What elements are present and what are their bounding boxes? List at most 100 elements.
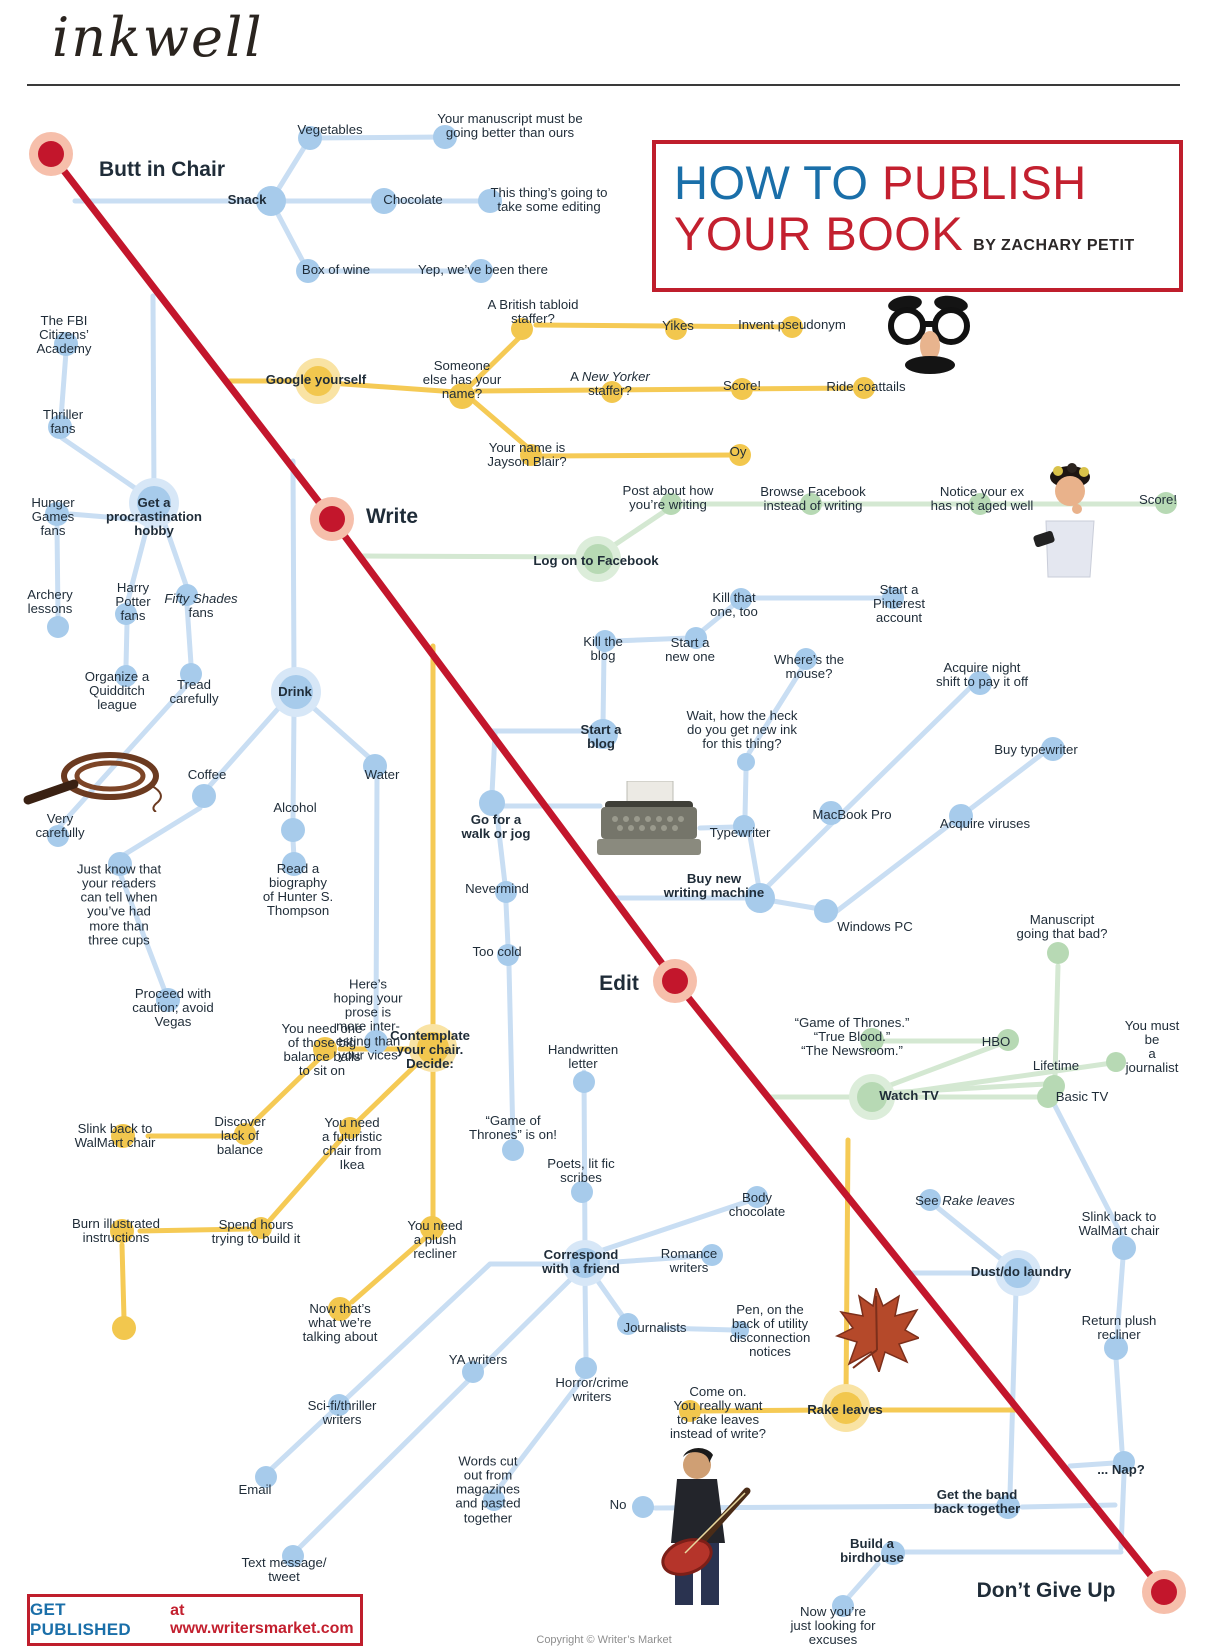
groucho-glasses-image — [888, 295, 970, 374]
map-edge — [699, 600, 739, 634]
map-edge — [493, 1375, 586, 1495]
map-node — [731, 1321, 749, 1339]
map-label: HBO — [981, 1033, 1011, 1049]
map-edge — [594, 1197, 755, 1255]
map-label: Score! — [1138, 491, 1178, 507]
map-node — [479, 790, 505, 816]
map-edge — [1067, 1460, 1117, 1469]
map-node — [617, 1313, 639, 1335]
map-node — [279, 675, 313, 709]
map-edge — [581, 1069, 588, 1253]
map-edge — [1019, 1502, 1118, 1510]
map-node — [729, 444, 751, 466]
map-label: Water — [364, 766, 400, 782]
map-edge — [503, 900, 511, 949]
map-edge — [1114, 1255, 1126, 1341]
map-node — [371, 188, 397, 214]
map-label: Basic TV — [1055, 1088, 1109, 1104]
map-node — [45, 502, 69, 526]
map-label: Vegetables — [297, 121, 363, 137]
map-node — [853, 377, 875, 399]
map-edge — [67, 511, 146, 523]
map-edge — [292, 1273, 577, 1555]
map-node — [156, 988, 180, 1012]
map-node — [814, 899, 838, 923]
map-node — [1112, 1236, 1136, 1260]
map-label: Butt in Chair — [99, 157, 225, 181]
map-node — [819, 801, 843, 825]
map-node — [495, 881, 517, 903]
map-node — [303, 366, 333, 396]
map-node — [1155, 492, 1177, 514]
map-node — [1106, 1052, 1126, 1072]
map-node — [857, 1082, 887, 1112]
map-node — [108, 852, 132, 876]
map-edge — [770, 898, 823, 912]
map-edge — [265, 1261, 573, 1475]
map-edge — [118, 873, 169, 997]
map-edge — [465, 330, 527, 391]
map-label: YA writers — [448, 1351, 508, 1367]
map-node — [296, 259, 320, 283]
map-node — [800, 493, 822, 515]
map-edge — [137, 1226, 251, 1234]
map-node — [433, 125, 457, 149]
map-node — [588, 719, 618, 749]
map-node — [420, 1216, 444, 1240]
map-label: ... Nap? — [1097, 1461, 1145, 1477]
map-node — [968, 671, 992, 695]
map-node — [449, 383, 475, 409]
map-node — [1047, 942, 1069, 964]
map-node — [497, 944, 519, 966]
map-label: Lifetime — [1032, 1057, 1080, 1073]
typewriter-image — [597, 781, 701, 855]
map-node — [192, 784, 216, 808]
map-label: Email — [238, 1481, 272, 1497]
map-label: Google yourself — [265, 371, 367, 387]
map-node — [1104, 1336, 1128, 1360]
map-edge — [747, 833, 762, 891]
map-node — [733, 815, 755, 837]
get-published-banner: GET PUBLISHED at www.writersmarket.com — [27, 1594, 363, 1646]
map-node — [1037, 1086, 1059, 1108]
red-station-dot — [662, 968, 688, 994]
map-label: Dust/do laundry — [970, 1263, 1072, 1279]
title-line1: HOW TO PUBLISH — [674, 156, 1179, 209]
map-node — [601, 381, 623, 403]
map-edge — [123, 621, 130, 669]
map-edge — [327, 380, 459, 395]
map-node — [282, 1545, 304, 1567]
map-node — [730, 588, 752, 610]
map-label: Box of wine — [301, 261, 371, 277]
map-edge — [600, 649, 607, 729]
map-edge — [746, 664, 806, 756]
map-node — [919, 1189, 941, 1211]
map-edge — [742, 768, 749, 820]
map-edge — [467, 395, 529, 449]
map-edge — [540, 452, 739, 459]
map-edge — [290, 707, 297, 825]
map-label: Rake leaves — [807, 1401, 883, 1417]
map-node — [364, 1030, 388, 1054]
map-edge — [533, 322, 791, 330]
title-publish: PUBLISH — [882, 156, 1087, 209]
map-edge — [611, 635, 693, 644]
map-label: Acquire viruses — [939, 815, 1031, 831]
